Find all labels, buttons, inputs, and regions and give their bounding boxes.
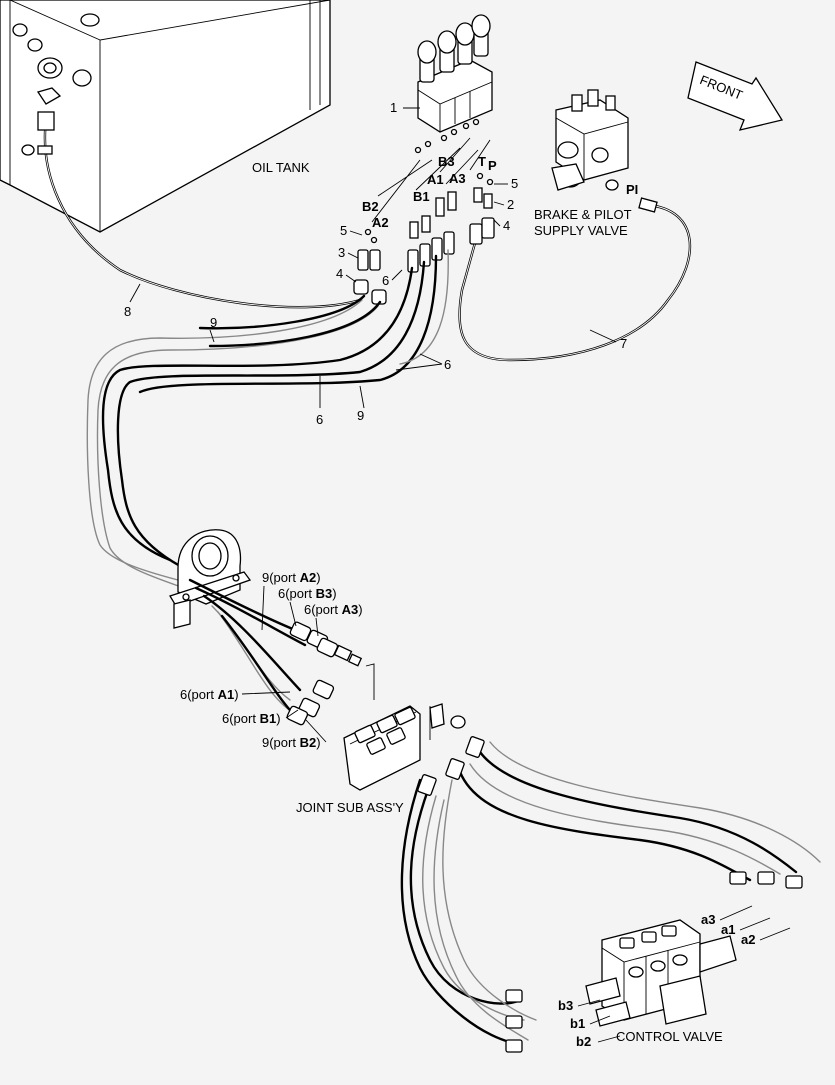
oil-tank-label: OIL TANK — [252, 160, 310, 175]
joint-callout-6: 9(port B2) — [262, 735, 321, 750]
valve-port-b1: b1 — [570, 1016, 585, 1031]
oil-tank — [0, 0, 331, 233]
front-arrow: FRONT — [687, 61, 784, 131]
port-b3-label: B3 — [438, 154, 455, 169]
hoses-to-control-valve — [400, 741, 821, 1046]
control-valve-label: CONTROL VALVE — [616, 1029, 723, 1044]
hose-clamp-bracket — [169, 529, 252, 629]
callout-4-right: 4 — [503, 218, 510, 233]
valve-port-a2: a2 — [741, 932, 755, 947]
callout-8: 8 — [124, 304, 131, 319]
callout-9-bottom: 9 — [357, 408, 364, 423]
callout-1: 1 — [390, 100, 397, 115]
valve-port-a1: a1 — [721, 922, 735, 937]
brake-pilot-label-1: BRAKE & PILOT — [534, 207, 632, 222]
port-b1-label: B1 — [413, 189, 430, 204]
joint-hose-ends — [286, 621, 363, 726]
pilot-control-valve — [417, 14, 493, 133]
control-valve-hose-ends — [417, 736, 803, 1053]
joint-callout-4: 6(port A1) — [180, 687, 239, 702]
callout-2: 2 — [507, 197, 514, 212]
joint-callout-3: 6(port A3) — [304, 602, 363, 617]
control-valve — [585, 919, 737, 1027]
port-p-label: P — [488, 158, 497, 173]
port-b2-label: B2 — [362, 199, 379, 214]
joint-callout-1: 9(port A2) — [262, 570, 321, 585]
callout-6-right: 6 — [444, 357, 451, 372]
joint-callout-5: 6(port B1) — [222, 711, 281, 726]
callout-7: 7 — [620, 336, 627, 351]
hose-7 — [458, 197, 692, 362]
pi-port-label: PI — [626, 182, 638, 197]
port-t-label: T — [478, 154, 486, 169]
callout-6-top: 6 — [382, 273, 389, 288]
valve-port-b2: b2 — [576, 1034, 591, 1049]
callout-5-right: 5 — [511, 176, 518, 191]
pilot-fittings-left — [353, 187, 495, 305]
valve-port-b3: b3 — [558, 998, 573, 1013]
brake-pilot-label-2: SUPPLY VALVE — [534, 223, 628, 238]
callout-6-bottom: 6 — [316, 412, 323, 427]
port-a3-label: A3 — [449, 171, 466, 186]
valve-port-a3: a3 — [701, 912, 715, 927]
joint-sub-assy-label: JOINT SUB ASS'Y — [296, 800, 404, 815]
callout-5-left: 5 — [340, 223, 347, 238]
port-a2-label: A2 — [372, 215, 389, 230]
joint-callout-2: 6(port B3) — [278, 586, 337, 601]
hose-8 — [37, 111, 362, 309]
port-a1-label: A1 — [427, 172, 444, 187]
pilot-small-washers — [364, 118, 494, 244]
joint-sub-assy — [343, 663, 466, 791]
callout-4-left: 4 — [336, 266, 343, 281]
brake-pilot-supply-valve — [551, 89, 629, 191]
callout-9-top: 9 — [210, 315, 217, 330]
callout-3: 3 — [338, 245, 345, 260]
pilot-hoses — [86, 249, 449, 589]
